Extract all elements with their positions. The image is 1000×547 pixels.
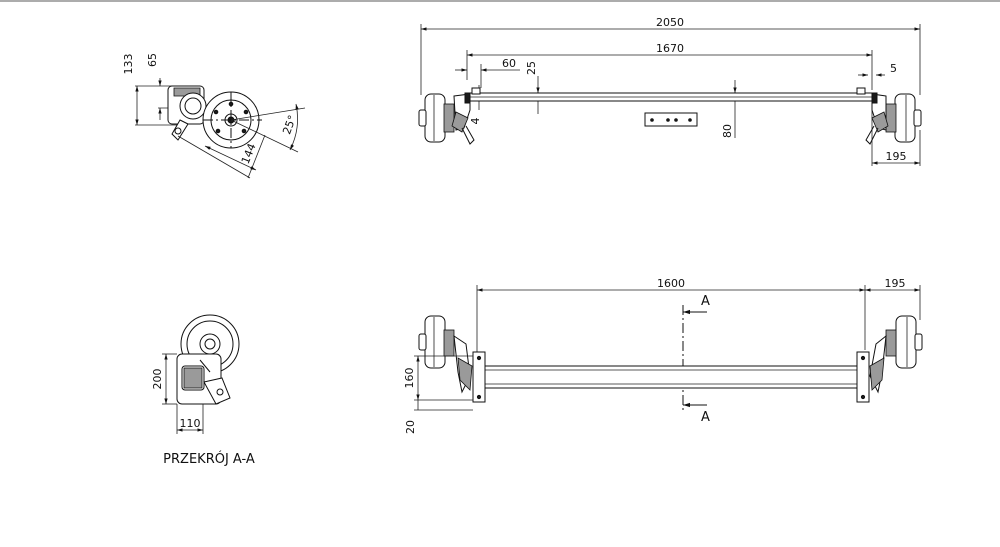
dim-200: 200 (151, 369, 164, 390)
bottom-view: 1600 195 A A (403, 277, 923, 434)
dim-1600: 1600 (657, 277, 685, 290)
section-title: PRZEKRÓJ A-A (163, 451, 255, 467)
left-wheel-top (418, 92, 475, 145)
dim-line-144 (204, 145, 257, 171)
dim-133: 133 (122, 54, 135, 75)
left-wheel-bottom (418, 315, 473, 394)
axle-tube-bottom (483, 365, 859, 389)
dim-110: 110 (180, 417, 201, 430)
side-view: 133 65 25° 144 (122, 53, 306, 179)
dim-5: 5 (890, 62, 897, 75)
dim-195-top: 195 (886, 150, 907, 163)
dim-angle-25: 25° (280, 113, 299, 136)
dim-2050: 2050 (656, 16, 684, 29)
right-wheel-top (865, 92, 922, 145)
dim-80: 80 (721, 124, 734, 138)
right-wheel-bottom (869, 315, 923, 394)
dim-20: 20 (404, 420, 417, 434)
section-view: 200 110 PRZEKRÓJ A-A (151, 314, 255, 467)
dim-4: 4 (469, 118, 482, 125)
section-mark-a-bottom: A (701, 410, 710, 425)
dim-195-bottom: 195 (885, 277, 906, 290)
top-view: 2050 1670 60 25 5 4 80 195 (418, 16, 922, 166)
section-mark-a-top: A (701, 294, 710, 309)
mounting-bracket (644, 112, 698, 127)
dim-1670: 1670 (656, 42, 684, 55)
dim-60: 60 (502, 57, 516, 70)
dim-65: 65 (146, 53, 159, 67)
dim-160: 160 (403, 368, 416, 389)
dim-25: 25 (525, 61, 538, 75)
